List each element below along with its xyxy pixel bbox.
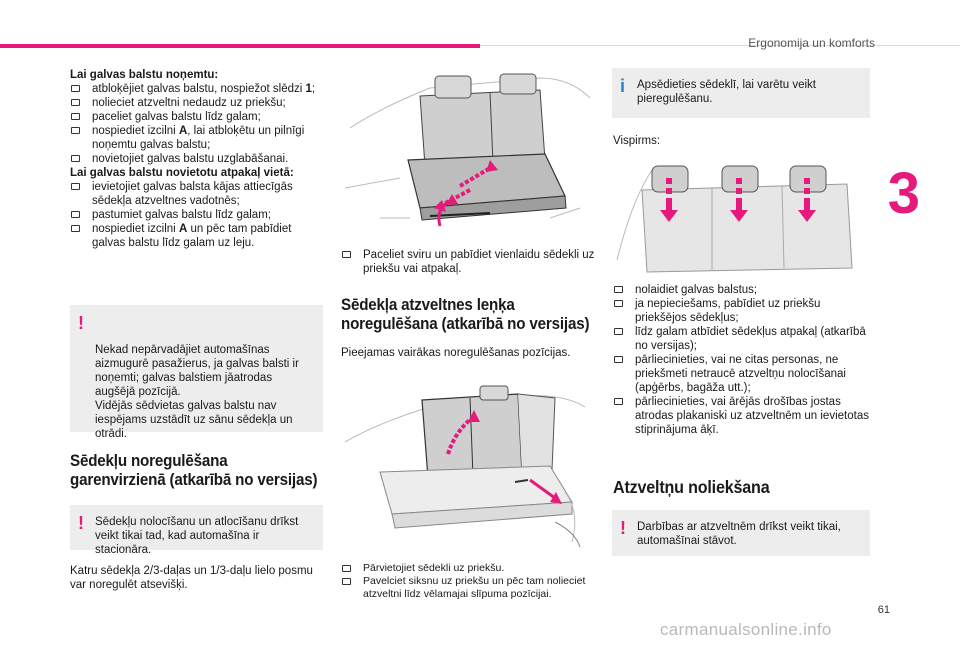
remove-step: nolieciet atzveltni nedaudz uz priekšu; <box>70 96 325 110</box>
section-title-line2: noregulēšana (atkarībā no versijas) <box>341 315 590 333</box>
figure-seat-slide <box>340 68 598 240</box>
warning-text: Nekad nepārvadājiet automašīnas aizmugur… <box>95 344 299 440</box>
remove-step: paceliet galvas balstu līdz galam; <box>70 110 325 124</box>
seat-slide-illustration <box>344 73 591 227</box>
section-title-line1: Sēdekļa atzveltnes leņķa <box>341 296 515 314</box>
prep-step: līdz galam atbīdiet sēdekļus atpakaļ (at… <box>613 325 871 353</box>
info-text: Apsēdieties sēdeklī, lai varētu veikt pi… <box>637 79 816 105</box>
page-number: 61 <box>877 604 890 616</box>
prep-step: pārliecinieties, vai ārējās drošības jos… <box>613 395 871 437</box>
figure-backrest-recline <box>340 382 598 554</box>
install-title: Lai galvas balstu novietotu atpakaļ viet… <box>70 167 294 179</box>
section-title-line1: Sēdekļu noregulēšana <box>70 452 228 470</box>
remove-step: nospiediet izcilni A, lai atbloķētu un p… <box>70 124 325 152</box>
remove-step: atbloķējiet galvas balstu, nospiežot slē… <box>70 82 325 96</box>
prep-step: ja nepieciešams, pabīdiet uz priekšu pri… <box>613 297 871 325</box>
header-rule <box>480 45 960 46</box>
warning-text: Darbības ar atzveltnēm drīkst veikt tika… <box>637 521 841 547</box>
warning-headrests: ! Nekad nepārvadājiet automašīnas aizmug… <box>70 305 323 440</box>
backrest-recline-illustration <box>344 385 586 548</box>
section-title-fold: Atzveltņu noliekšana <box>613 478 871 497</box>
info-sit-in-seat: i Apsēdieties sēdeklī, lai varētu veikt … <box>612 68 870 118</box>
warning-icon: ! <box>78 513 84 533</box>
section-title-backrest: Sēdekļa atzveltnes leņķa noregulēšana (a… <box>341 296 603 334</box>
fig2-steps: Pārvietojiet sēdekli uz priekšu. Pavelci… <box>341 562 606 601</box>
warning-icon: ! <box>78 313 84 333</box>
figure-headrests-lower <box>612 160 872 275</box>
fig1-caption: Paceliet sviru un pabīdiet vienlaidu sēd… <box>341 248 618 276</box>
install-step: ievietojiet galvas balsta kājas attiecīg… <box>70 180 325 208</box>
first-label: Vispirms: <box>613 135 661 147</box>
section-title: Atzveltņu noliekšana <box>613 477 770 497</box>
running-header: Ergonomija un komforts <box>748 36 875 50</box>
remove-title: Lai galvas balstu noņemtu: <box>70 69 219 81</box>
info-icon: i <box>620 76 626 96</box>
install-step: pastumiet galvas balstu līdz galam; <box>70 208 325 222</box>
warning-stationary: ! Sēdekļu nolocīšanu un atlocīšanu drīks… <box>70 505 323 556</box>
prep-step: pārliecinieties, vai ne citas personas, … <box>613 353 871 395</box>
header-accent-bar <box>0 44 480 48</box>
warning-backrests: ! Darbības ar atzveltnēm drīkst veikt ti… <box>612 510 870 556</box>
section-title-line2: garenvirzienā (atkarībā no versijas) <box>70 471 318 489</box>
prep-step: nolaidiet galvas balstus; <box>613 283 871 297</box>
fig2-step: Pavelciet siksnu uz priekšu un pēc tam n… <box>341 575 606 601</box>
preparation-steps: nolaidiet galvas balstus; ja nepieciešam… <box>613 283 871 437</box>
fig2-step: Pārvietojiet sēdekli uz priekšu. <box>341 562 606 575</box>
warning-icon: ! <box>620 518 626 538</box>
chapter-number: 3 <box>887 161 920 226</box>
warning-text: Sēdekļu nolocīšanu un atlocīšanu drīkst … <box>95 516 299 556</box>
watermark: carmanualsonline.info <box>660 620 832 639</box>
section-title-longitudinal: Sēdekļu noregulēšana garenvirzienā (atka… <box>70 452 330 490</box>
remove-step: novietojiet galvas balstu uzglabāšanai. <box>70 152 325 166</box>
paragraph-seat-split: Katru sēdekļa 2/3-daļas un 1/3-daļu liel… <box>70 565 313 591</box>
install-step: nospiediet izcilni A un pēc tam pabīdiet… <box>70 222 325 250</box>
paragraph-positions: Pieejamas vairākas noregulēšanas pozīcij… <box>341 347 571 359</box>
headrest-removal-instructions: Lai galvas balstu noņemtu: atbloķējiet g… <box>70 68 325 250</box>
headrests-lower-illustration <box>616 165 853 273</box>
